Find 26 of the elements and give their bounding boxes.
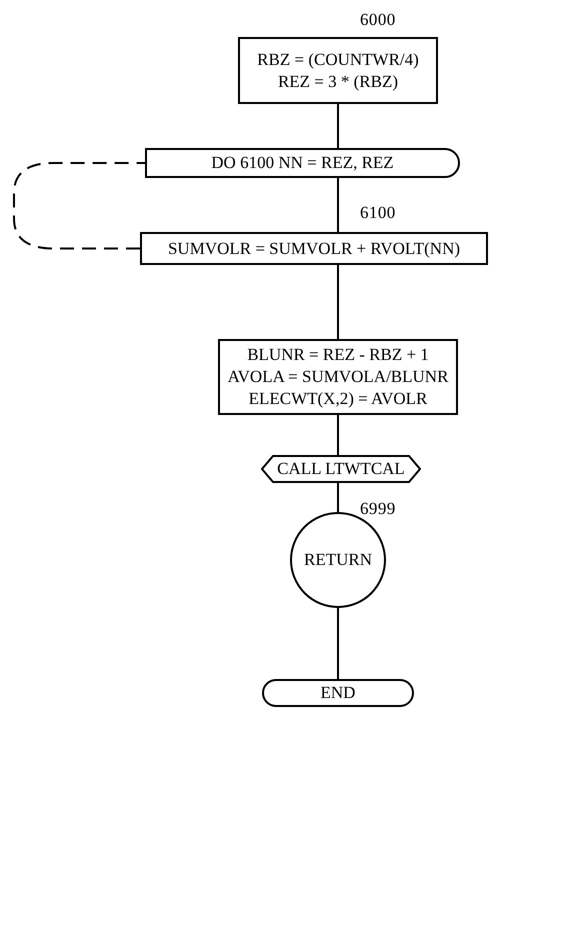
- process-box: [218, 339, 458, 415]
- end-terminal: [262, 679, 414, 707]
- node-text: REZ = 3 * (RBZ): [278, 70, 398, 92]
- connector-line: [337, 483, 339, 512]
- connector-line: [337, 104, 339, 148]
- connector-line: [337, 265, 339, 339]
- node-text: AVOLA = SUMVOLA/BLUNR: [228, 366, 448, 388]
- node-text: DO 6100 NN = REZ, REZ: [211, 152, 394, 174]
- node-text: SUMVOLR = SUMVOLR + RVOLT(NN): [168, 238, 460, 260]
- node-text: ELECWT(X,2) = AVOLR: [248, 388, 428, 410]
- step-number: 6999: [360, 498, 396, 520]
- step-number: 6000: [360, 9, 396, 31]
- connector-line: [337, 608, 339, 679]
- process-box: [238, 37, 438, 104]
- step-number: 6100: [360, 202, 396, 224]
- loop-box: [145, 148, 460, 178]
- call-hexagon: [261, 455, 421, 483]
- process-box: [140, 232, 488, 265]
- connector-line: [337, 178, 339, 232]
- connector-line: [337, 415, 339, 455]
- loop-back-line: [13, 162, 145, 250]
- node-text: END: [320, 682, 356, 704]
- node-text: CALL LTWTCAL: [277, 458, 405, 480]
- node-text: RETURN: [304, 549, 372, 571]
- node-text: RBZ = (COUNTWR/4): [257, 48, 419, 70]
- node-text: BLUNR = REZ - RBZ + 1: [247, 344, 429, 366]
